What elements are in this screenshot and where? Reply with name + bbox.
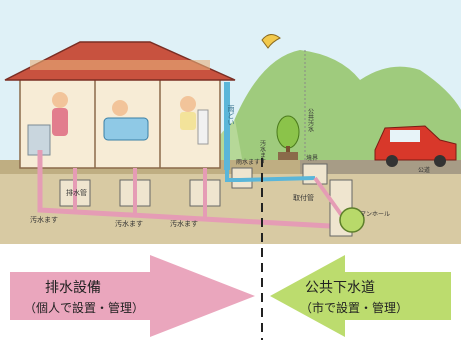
public-side-arrow — [270, 255, 451, 337]
rain-pipe — [225, 168, 316, 182]
boundary-label: 境界 — [306, 154, 318, 162]
private-side-subtitle: （個人で設置・管理） — [24, 300, 144, 315]
public-sewer-main — [339, 207, 365, 233]
rain-gutter-label: 雨どい — [227, 105, 235, 126]
person-toilet — [180, 96, 196, 112]
person-kitchen — [52, 92, 68, 108]
car — [374, 125, 457, 167]
sewage-box-label-2: 汚水ます — [115, 219, 143, 228]
connection-pipe — [313, 176, 347, 222]
house — [4, 41, 236, 169]
drain-pipe-label: 排水管 — [66, 188, 87, 197]
private-side-arrow — [10, 255, 255, 337]
public-main-label: 公共汚水 — [307, 108, 314, 132]
person-bath — [112, 100, 128, 116]
drain-pipe-main — [37, 150, 331, 229]
sewage-box-label-3: 汚水ます — [170, 219, 198, 228]
private-side-title: 排水設備 — [45, 280, 101, 296]
road-label: 公道 — [418, 166, 430, 174]
road — [300, 160, 461, 174]
tree — [276, 115, 300, 160]
connection-pipe-label: 取付管 — [293, 193, 314, 202]
manhole-label: マンホール — [360, 211, 390, 218]
sewage-box-label-1: 汚水ます — [30, 215, 58, 224]
rain-box-label: 雨水ます — [236, 158, 260, 166]
public-side-title: 公共下水道 — [305, 280, 375, 296]
rain-gutter-pipe — [224, 82, 230, 170]
bird — [261, 34, 281, 49]
public-side-subtitle: （市で設置・管理） — [300, 300, 408, 315]
sewage-box-vertical-label: 汚水ます — [259, 139, 266, 164]
